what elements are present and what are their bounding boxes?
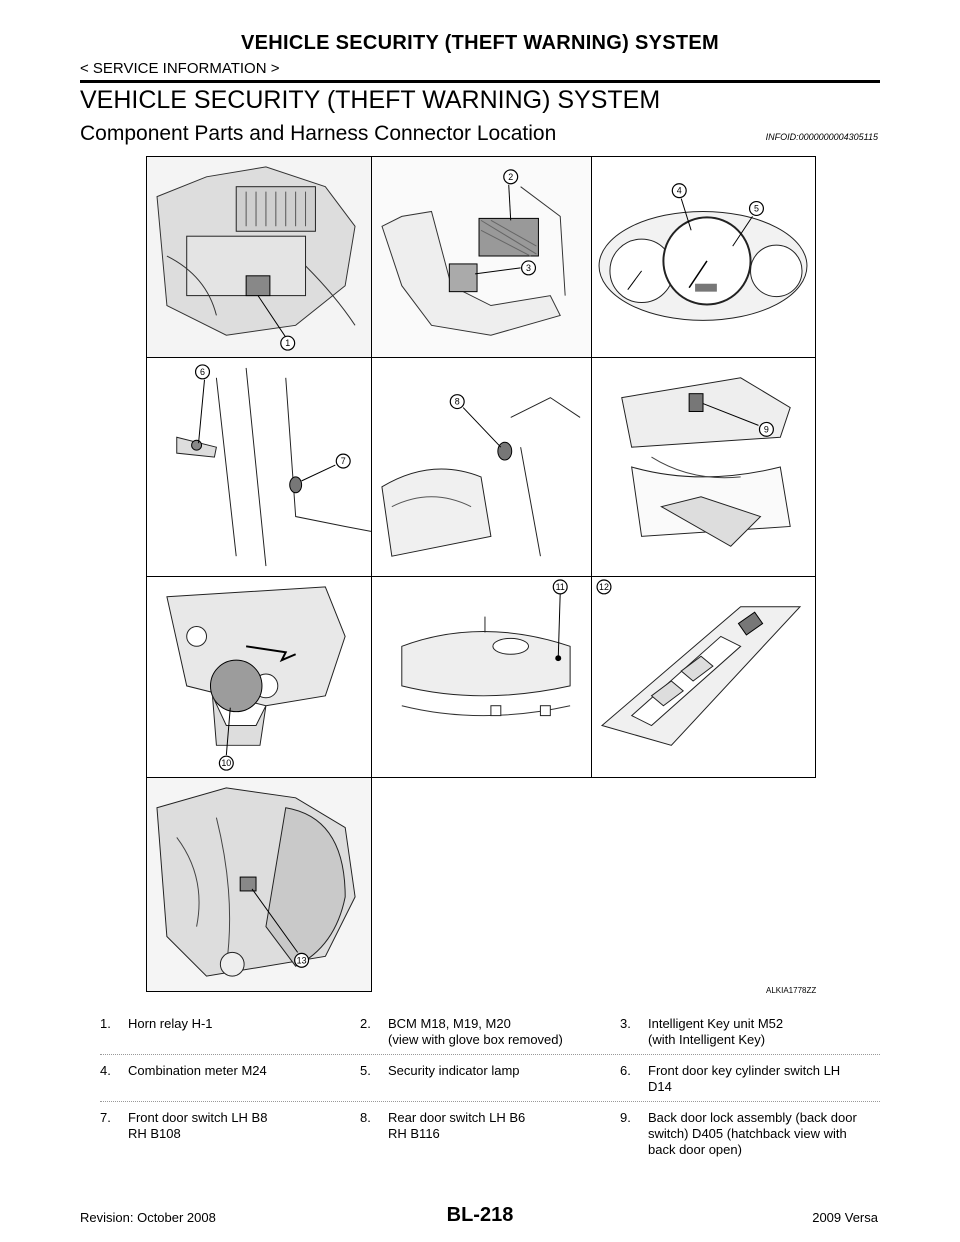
callout-5: 5 xyxy=(748,200,764,217)
back-door-lock-panel: 9 xyxy=(591,357,816,577)
legend-item-7: 7.Front door switch LH B8 RH B108 xyxy=(100,1110,268,1141)
running-header-title: VEHICLE SECURITY (THEFT WARNING) SYSTEM xyxy=(240,32,720,54)
rear-door-panel: 8 xyxy=(371,357,592,577)
svg-text:1: 1 xyxy=(285,338,290,348)
legend-item-8: 8.Rear door switch LH B6 RH B116 xyxy=(360,1110,526,1141)
footer-model: 2009 Versa xyxy=(812,1210,878,1225)
callout-2: 2 xyxy=(503,169,519,185)
combination-meter-panel: 4 5 xyxy=(591,156,816,358)
svg-text:9: 9 xyxy=(764,424,769,434)
legend-item-1: 1.Horn relay H-1 xyxy=(100,1016,213,1031)
svg-text:8: 8 xyxy=(455,397,460,407)
component-location-figure: 1 2 3 4 5 xyxy=(146,156,816,992)
svg-text:11: 11 xyxy=(556,582,565,592)
svg-text:12: 12 xyxy=(599,582,609,592)
info-id: INFOID:0000000004305115 xyxy=(765,132,878,142)
callout-13: 13 xyxy=(294,952,310,968)
figure-code: ALKIA1778ZZ xyxy=(766,986,817,995)
engine-compartment-panel: 13 xyxy=(146,777,372,992)
svg-text:7: 7 xyxy=(341,456,346,466)
footer-revision: Revision: October 2008 xyxy=(80,1210,216,1225)
bcm-panel: 2 3 xyxy=(371,156,592,358)
callout-1: 1 xyxy=(280,335,296,351)
back-door-switch-panel: 11 xyxy=(371,576,592,778)
page-title: VEHICLE SECURITY (THEFT WARNING) SYSTEM xyxy=(80,86,661,114)
callout-7: 7 xyxy=(335,453,351,469)
callout-3: 3 xyxy=(521,260,537,276)
callout-11: 11 xyxy=(552,579,568,595)
svg-text:4: 4 xyxy=(677,186,682,196)
section-title: Component Parts and Harness Connector Lo… xyxy=(80,122,557,145)
legend-table: 1.Horn relay H-1 2.BCM M18, M19, M20 (vi… xyxy=(100,1016,880,1172)
legend-item-5: 5.Security indicator lamp xyxy=(360,1063,520,1078)
svg-text:3: 3 xyxy=(526,263,531,273)
callout-10: 10 xyxy=(218,755,234,771)
svg-text:13: 13 xyxy=(297,955,307,965)
callout-12: 12 xyxy=(596,579,612,595)
power-window-switch-panel: 12 xyxy=(591,576,816,778)
legend-item-9: 9.Back door lock assembly (back door swi… xyxy=(620,1110,857,1157)
legend-item-6: 6.Front door key cylinder switch LH D14 xyxy=(620,1063,841,1094)
svg-text:10: 10 xyxy=(221,758,231,768)
svg-text:6: 6 xyxy=(200,367,205,377)
callout-6: 6 xyxy=(194,364,211,380)
callout-8: 8 xyxy=(449,394,465,410)
header-divider xyxy=(80,80,880,83)
legend-row: 4.Combination meter M24 5.Security indic… xyxy=(100,1063,880,1102)
legend-item-2: 2.BCM M18, M19, M20 (view with glove box… xyxy=(360,1016,563,1047)
legend-row: 1.Horn relay H-1 2.BCM M18, M19, M20 (vi… xyxy=(100,1016,880,1055)
legend-item-4: 4.Combination meter M24 xyxy=(100,1063,267,1078)
back-door-latch-panel: 10 xyxy=(146,576,372,778)
svg-text:5: 5 xyxy=(754,203,759,213)
footer-page-number: BL-218 xyxy=(446,1204,514,1226)
running-header-section: < SERVICE INFORMATION > xyxy=(80,60,280,77)
legend-row: 7.Front door switch LH B8 RH B108 8.Rear… xyxy=(100,1110,880,1164)
callout-4: 4 xyxy=(671,183,687,199)
legend-item-3: 3.Intelligent Key unit M52 (with Intelli… xyxy=(620,1016,784,1047)
svg-text:2: 2 xyxy=(508,172,513,182)
callout-9: 9 xyxy=(758,421,774,437)
engine-bay-horn-relay-panel: 1 xyxy=(146,156,372,358)
front-door-panel: 6 7 xyxy=(146,357,372,577)
